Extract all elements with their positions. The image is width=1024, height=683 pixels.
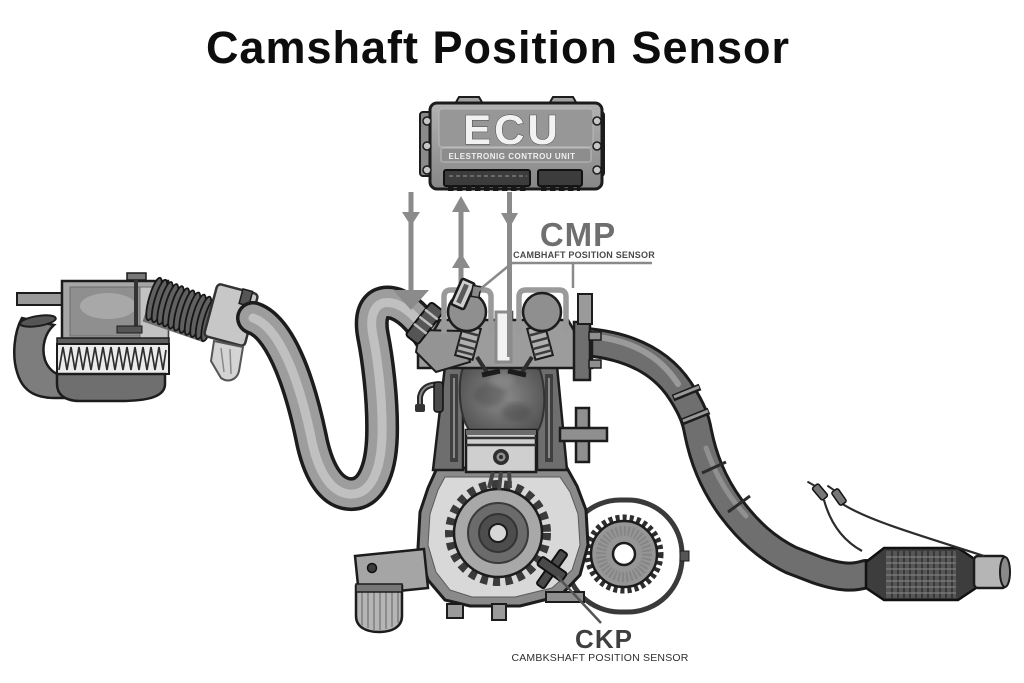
reluctor-wheel-hub <box>611 541 637 567</box>
tailpipe-opening <box>999 556 1011 588</box>
piston-crown <box>466 430 536 435</box>
signal-arrow-down-right <box>501 192 518 357</box>
cmp-sensor-group <box>450 277 482 311</box>
engine-lower <box>353 466 690 634</box>
ecu-connector-right <box>537 169 583 187</box>
funnel-creases <box>220 347 232 375</box>
ecu-connector-left <box>443 169 531 187</box>
clamp-bolt-head <box>126 272 147 281</box>
air-filter-assembly <box>13 272 170 403</box>
ecu-bolt-icon <box>592 141 602 151</box>
cmp-sensor <box>450 277 476 311</box>
connecting-rod <box>487 471 512 491</box>
housing-highlight <box>80 293 136 319</box>
clamp-bar <box>116 325 143 334</box>
cmp-leader-line <box>477 262 513 292</box>
ecu-unit: ECU ELESTRONIG CONTROU UNIT <box>419 96 605 191</box>
exhaust-system <box>571 327 1011 602</box>
exhaust-bracket <box>577 293 593 325</box>
exhaust-seam <box>727 494 751 514</box>
vacuum-pipe <box>16 292 64 306</box>
oxygen-sensor-wire <box>840 502 985 558</box>
ecu-face-panel <box>438 108 594 148</box>
page-title: Camshaft Position Sensor <box>206 22 790 73</box>
chamber-mottle <box>474 384 506 406</box>
fuel-injector <box>405 301 444 345</box>
chamber-mottle <box>490 372 514 388</box>
crankcase-foot <box>491 603 507 621</box>
intake-hose <box>236 285 451 511</box>
catalyst-grid-lines <box>886 556 956 594</box>
bracket-bolt-icon <box>366 562 378 574</box>
flange-stud <box>588 359 602 369</box>
exhaust-seam <box>701 460 727 475</box>
breather-stub <box>433 381 444 413</box>
filter-lower-pan <box>55 372 167 403</box>
ecu-bolt-icon <box>422 141 432 151</box>
crankcase-foot <box>446 603 464 619</box>
crankcase-step <box>545 591 585 603</box>
cmp-sublabel: CAMBHAFT POSITION SENSOR <box>513 250 655 260</box>
signal-arrow-down-left <box>393 192 429 310</box>
cam-housing-right <box>516 287 569 334</box>
engine-mount-bracket-horizontal <box>558 426 609 443</box>
valve-stems <box>475 355 534 376</box>
ckp-label: CKP <box>575 624 633 654</box>
ecu-sublabel: ELESTRONIG CONTROU UNIT <box>448 152 575 161</box>
ckp-sublabel: CAMBKSHAFT POSITION SENSOR <box>511 652 688 664</box>
engine-upper <box>405 287 609 491</box>
ecu-bolt-icon <box>592 165 602 175</box>
oil-filter-band <box>355 583 403 593</box>
hose-highlight <box>248 298 439 499</box>
oxygen-sensor-wire <box>822 499 863 552</box>
signal-arrow-up-middle <box>452 196 470 284</box>
exhaust-highlight <box>587 333 681 387</box>
flange-stud <box>588 331 602 341</box>
snorkel-mouth <box>19 314 57 328</box>
ecu-bolt-icon <box>422 116 432 126</box>
exhaust-highlight <box>703 445 749 519</box>
cmp-callout: CMP CAMBHAFT POSITION SENSOR <box>477 216 655 292</box>
ecu-sublabel-band <box>440 147 592 163</box>
crankshaft-hub <box>488 523 508 543</box>
signal-arrows <box>393 192 518 357</box>
breather-nipple <box>415 404 425 412</box>
valve-heads <box>481 368 527 378</box>
reluctor-wheel-texture <box>596 526 652 582</box>
resonator-funnel <box>209 339 245 382</box>
camshaft-right <box>521 291 563 333</box>
intake-runner <box>414 328 472 374</box>
chamber-mottle <box>502 403 530 421</box>
ecu-bolt-icon <box>422 165 432 175</box>
oil-filter-ribs <box>361 590 399 630</box>
oxygen-sensor-connector <box>826 484 847 506</box>
piston-pin-core <box>499 455 503 459</box>
ecu-label: ECU <box>463 106 561 153</box>
belt-cover-stub <box>679 550 690 562</box>
exhaust-collar <box>682 409 709 423</box>
ckp-sensor <box>536 549 568 589</box>
ecu-bolt-icon <box>592 116 602 126</box>
ckp-callout: CKP CAMBKSHAFT POSITION SENSOR <box>511 575 689 664</box>
cmp-sensor-bolt <box>470 284 482 299</box>
cmp-label: CMP <box>540 216 616 253</box>
exhaust-downpipe <box>574 330 878 589</box>
filter-pleats <box>58 346 167 371</box>
exhaust-flange <box>572 320 592 382</box>
exhaust-collar <box>673 385 700 399</box>
reluctor-wheel-teeth <box>584 514 664 594</box>
oxygen-sensor-connector <box>806 480 829 501</box>
ckp-leader-line <box>556 575 602 624</box>
